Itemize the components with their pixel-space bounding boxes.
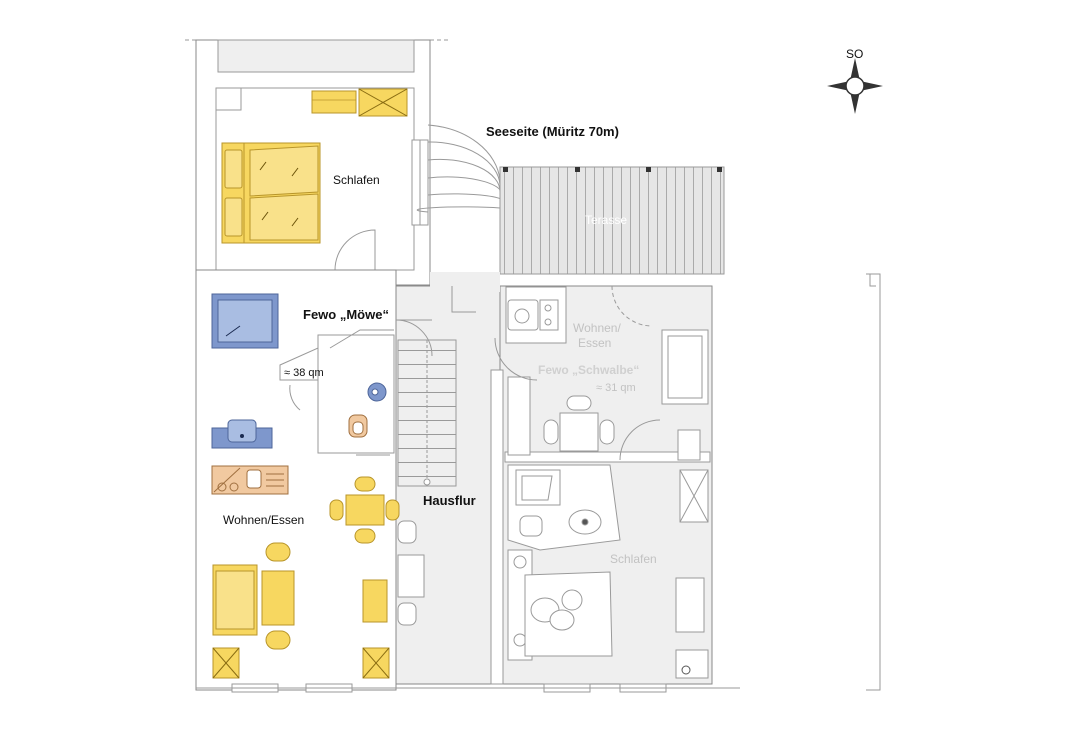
terrace [499, 166, 725, 275]
moewe-shower [211, 293, 279, 349]
terrace-door-arcs [416, 124, 505, 213]
moewe-sink [211, 419, 273, 449]
label-fewo-moewe: Fewo „Möwe“ [303, 307, 389, 322]
label-moewe-area: ≈ 38 qm [284, 367, 324, 379]
label-schlafen-right: Schlafen [610, 552, 657, 566]
double-bed [221, 142, 321, 244]
schwalbe-kitchen [507, 299, 559, 456]
label-wohnen-right-2: Essen [578, 336, 611, 350]
dresser [311, 90, 357, 114]
label-terasse: Terasse [585, 213, 627, 227]
label-wohnen-right-1: Wohnen/ [573, 321, 621, 335]
label-hausflur: Hausflur [423, 493, 476, 508]
label-fewo-schwalbe: Fewo „Schwalbe“ [538, 363, 639, 377]
label-seeseite: Seeseite (Müritz 70m) [486, 124, 619, 139]
schwalbe-bathroom [507, 464, 621, 551]
moewe-dining-set [329, 476, 400, 544]
top-bedroom [195, 39, 431, 286]
schwalbe-dining-set [543, 395, 615, 452]
moewe-bathroom [317, 329, 395, 454]
schwalbe-bed [507, 549, 613, 661]
schwalbe-sofa [661, 329, 709, 405]
moewe-kitchen [211, 465, 289, 495]
staircase [397, 339, 457, 487]
label-wohnen-essen-left: Wohnen/Essen [223, 513, 304, 527]
compass-rose [827, 58, 883, 114]
compass-label: SO [846, 47, 863, 61]
moewe-living-set [212, 542, 295, 650]
label-schlafen-top: Schlafen [333, 173, 380, 187]
label-schwalbe-area: ≈ 31 qm [596, 382, 636, 394]
